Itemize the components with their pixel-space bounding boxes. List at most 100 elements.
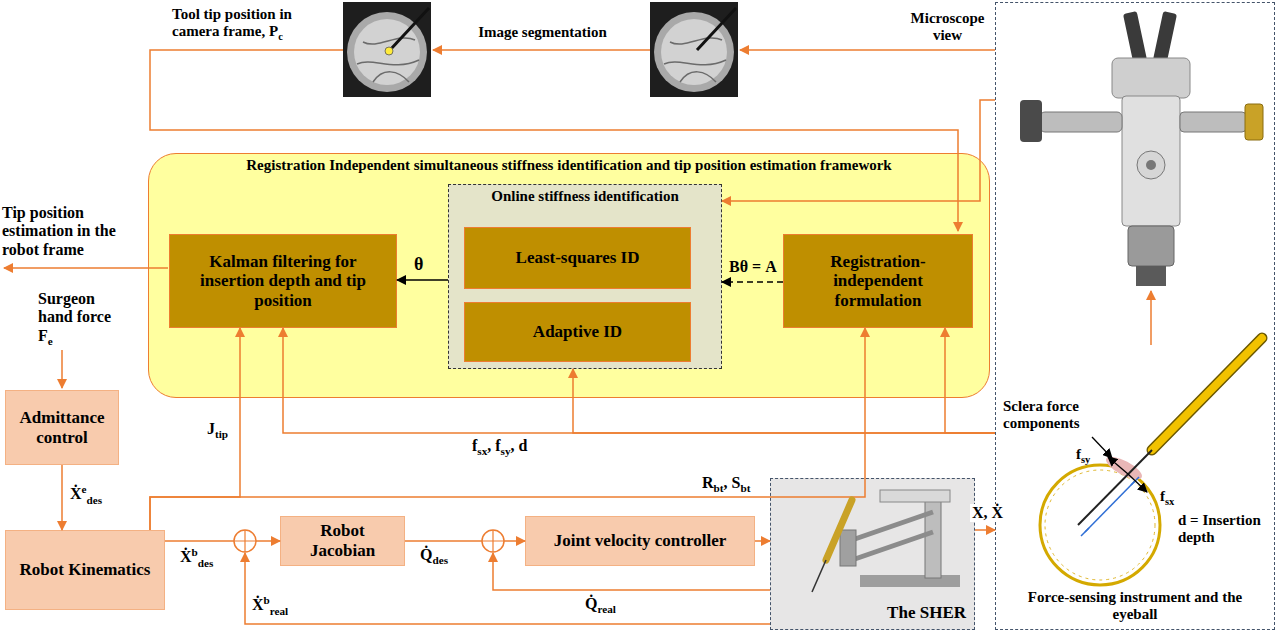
summing-junction xyxy=(234,530,256,552)
text-run: Bθ = A xyxy=(729,258,777,275)
connector xyxy=(975,529,995,531)
node-text: Registration Independent simultaneous st… xyxy=(246,157,891,174)
signal-wire xyxy=(245,553,770,624)
annotation-text: Tool tip position in camera frame, Pc xyxy=(172,6,337,43)
process-box: Kalman filtering for insertion depth and… xyxy=(169,234,397,328)
label-anchor: d = Insertion depth xyxy=(1178,512,1270,547)
label-anchor: Ẋbreal xyxy=(252,594,312,617)
label-anchor: Sclera force components xyxy=(1003,398,1113,433)
robot-illustration xyxy=(852,512,933,560)
label-anchor: Tool tip position in camera frame, Pc xyxy=(172,6,337,43)
text-run: des xyxy=(198,557,214,569)
text-run: real xyxy=(270,605,288,617)
signal-wire xyxy=(740,49,995,51)
annotation-text: fsy xyxy=(1076,446,1102,466)
text-run: f xyxy=(472,437,477,454)
text-run: d = Insertion depth xyxy=(1178,512,1261,545)
summing-junction xyxy=(482,530,504,552)
text-run: Tip position estimation in the robot fra… xyxy=(2,204,116,258)
annotation-text: d = Insertion depth xyxy=(1178,512,1270,547)
text-run: sx xyxy=(1165,496,1174,507)
signal-wire xyxy=(4,50,1151,624)
signal-label: Ẋbdes xyxy=(178,546,215,569)
signal-label: Rbt, Sbt xyxy=(700,474,752,495)
text-run: des xyxy=(87,494,103,506)
control-box: Robot Kinematics xyxy=(5,530,165,610)
text-run: , d xyxy=(511,437,528,454)
surgical-microscope xyxy=(1180,112,1246,132)
text-run: f xyxy=(1076,446,1081,462)
annotation-text: Surgeon hand force Fe xyxy=(38,290,118,348)
surgical-microscope xyxy=(1146,160,1156,170)
control-box: Admittance control xyxy=(5,390,119,465)
node-text: Least-squares ID xyxy=(516,248,640,268)
signal-wire xyxy=(4,267,168,269)
node-text: Force-sensing instrument and the eyeball xyxy=(1004,589,1266,624)
label-anchor: θ xyxy=(412,254,425,275)
text-run: Microscope view xyxy=(911,10,985,43)
signal-wire xyxy=(1150,291,1152,345)
text-run: e xyxy=(82,483,87,495)
connector xyxy=(755,540,770,542)
surgical-microscope xyxy=(1153,11,1177,63)
text-run: Kalman filtering for insertion depth and… xyxy=(200,252,366,310)
microscope-view-image xyxy=(650,2,738,97)
connector xyxy=(722,281,783,283)
signal-label: Q̇des xyxy=(418,546,450,567)
connector xyxy=(945,328,995,433)
text-run: sy xyxy=(501,445,511,457)
signal-wire xyxy=(61,350,63,388)
eyeball xyxy=(1040,465,1160,585)
text-run: Robot Kinematics xyxy=(20,560,151,579)
text-run: f xyxy=(1160,488,1165,504)
label-anchor: Tip position estimation in the robot fra… xyxy=(2,204,148,259)
force-sensing-instrument xyxy=(1152,338,1262,450)
annotation-text: Q̇real xyxy=(585,595,645,616)
node-text: The SHER xyxy=(887,603,966,623)
label-anchor: Surgeon hand force Fe xyxy=(38,290,118,348)
summing-junction xyxy=(482,530,504,552)
text-run: e xyxy=(48,335,53,347)
surgical-microscope xyxy=(1020,100,1042,142)
text-run: Ẋ xyxy=(70,485,82,502)
insertion-depth-mark xyxy=(1081,477,1139,536)
signal-wire xyxy=(150,50,958,231)
text-run: , f xyxy=(487,437,500,454)
insertion-depth-mark xyxy=(1085,481,1135,532)
text-run: Tool tip position in camera frame, P xyxy=(172,6,292,39)
annotation-text: Ẋbreal xyxy=(252,594,312,617)
node-text: Robot Kinematics xyxy=(20,560,151,580)
signal-label: fsx, fsy, d xyxy=(470,437,529,458)
force-arrow xyxy=(1092,437,1147,492)
surgical-microscope xyxy=(1112,58,1190,98)
text-run: sy xyxy=(1081,454,1090,465)
eyeball xyxy=(1040,452,1160,585)
control-box: Joint velocity controller xyxy=(525,516,755,566)
connector xyxy=(397,279,448,281)
surgical-microscope xyxy=(1020,11,1263,286)
node-text: Adaptive ID xyxy=(533,322,622,342)
text-run: Ẋ xyxy=(180,548,192,565)
node-text: Kalman filtering for insertion depth and… xyxy=(176,252,390,311)
connector xyxy=(165,540,280,542)
annotation-text: fsx xyxy=(1160,488,1186,508)
robot-illustration xyxy=(826,500,852,560)
surgical-microscope xyxy=(1122,96,1180,226)
connector xyxy=(150,328,865,530)
text-run: X, Ẋ xyxy=(972,504,1003,521)
annotation-text: Microscope view xyxy=(905,10,990,45)
text-run: , S xyxy=(724,474,741,491)
eyeball xyxy=(1045,470,1155,580)
signal-label: θ xyxy=(412,254,425,275)
segmented-view-image xyxy=(343,2,431,97)
text-run: Robot Jacobian xyxy=(310,521,375,560)
text-run: des xyxy=(432,554,448,566)
robot-illustration xyxy=(840,530,856,566)
framework-panel: Registration Independent simultaneous st… xyxy=(148,153,990,398)
text-run: Q̇ xyxy=(420,546,432,563)
text-run: Admittance control xyxy=(20,408,105,447)
text-run: Adaptive ID xyxy=(533,322,622,341)
text-run: tip xyxy=(215,428,228,440)
segmented-view-image xyxy=(343,2,431,97)
summing-junction xyxy=(234,530,256,552)
